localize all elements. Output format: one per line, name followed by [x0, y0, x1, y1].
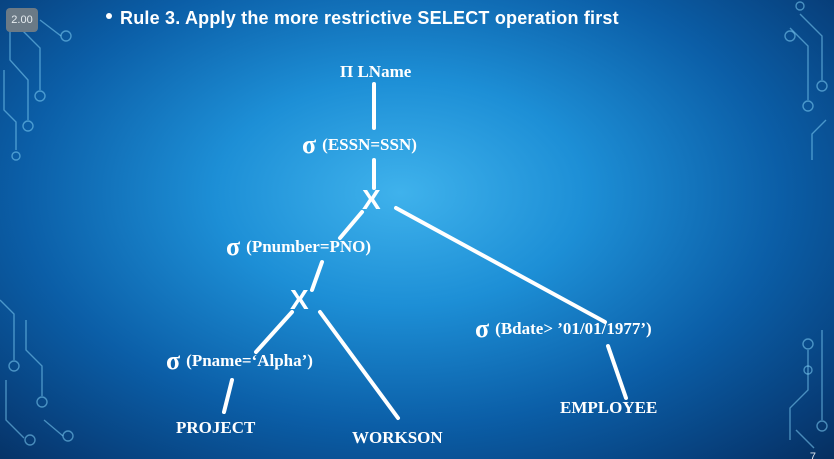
- bullet-icon: [106, 13, 112, 20]
- sigma-icon: σ: [302, 130, 317, 159]
- slide-title: Rule 3. Apply the more restrictive SELEC…: [106, 8, 619, 29]
- edge-cross-top-pnumber: [338, 210, 364, 240]
- cross-product-bottom: X: [290, 284, 309, 315]
- sigma-icon: σ: [226, 232, 241, 261]
- sigma-icon: σ: [475, 314, 490, 343]
- select-pnumber-label: (Pnumber=PNO): [246, 237, 372, 256]
- select-bdate-node: σ (Bdate> ’01/01/1977’): [475, 314, 652, 344]
- cross-product-top: X: [362, 184, 381, 215]
- sigma-icon: σ: [166, 346, 181, 375]
- edge-cross-bottom-pname: [254, 310, 294, 354]
- page-number: 7: [809, 451, 816, 459]
- edge-cross-top-bdate: [394, 206, 607, 324]
- edge-pnumber-cross-bottom: [310, 260, 324, 292]
- edge-pname-project: [222, 378, 234, 414]
- projection-node: Π LName: [340, 62, 412, 81]
- leaf-employee: EMPLOYEE: [560, 398, 658, 417]
- edge-bdate-employee: [606, 344, 628, 400]
- slide-title-text: Rule 3. Apply the more restrictive SELEC…: [120, 8, 619, 28]
- select-bdate-label: (Bdate> ’01/01/1977’): [495, 319, 652, 338]
- zoom-badge: 2.00: [6, 8, 38, 32]
- select-pnumber-node: σ (Pnumber=PNO): [226, 232, 371, 262]
- select-essn-node: σ (ESSN=SSN): [302, 130, 417, 160]
- select-essn-label: (ESSN=SSN): [322, 135, 417, 154]
- select-pname-label: (Pname=‘Alpha’): [186, 351, 313, 370]
- select-pname-node: σ (Pname=‘Alpha’): [166, 346, 313, 376]
- leaf-project: PROJECT: [176, 418, 256, 437]
- edge-cross-bottom-workson: [318, 310, 400, 420]
- leaf-workson: WORKSON: [352, 428, 443, 447]
